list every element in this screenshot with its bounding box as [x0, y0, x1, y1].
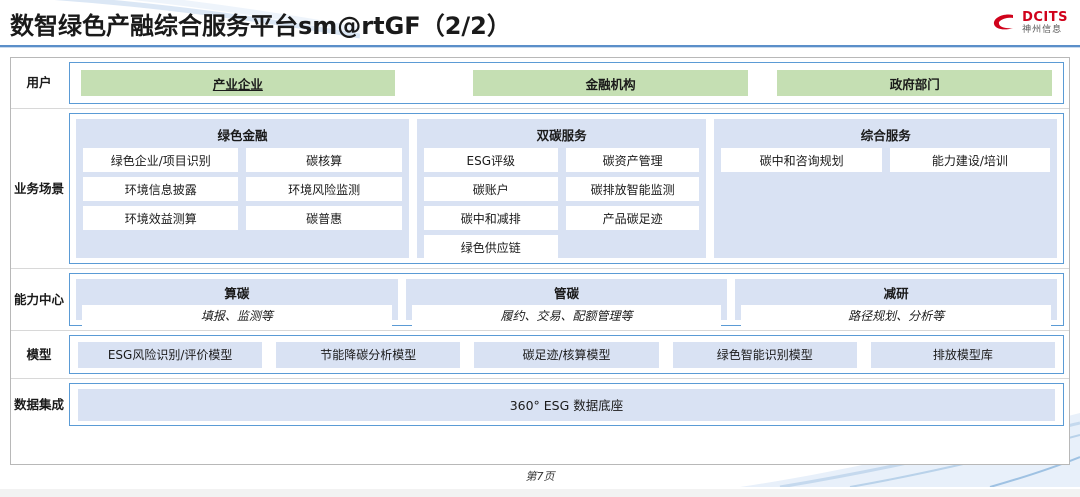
page-title: 数智绿色产融综合服务平台sm@rtGF（2/2）	[10, 12, 511, 40]
scenario-item[interactable]: 碳资产管理	[565, 148, 700, 172]
scenario-group-title-green-finance: 绿色金融	[217, 128, 268, 143]
capability-subtitle[interactable]: 路径规划、分析等	[741, 305, 1052, 326]
scenario-item[interactable]: 环境风险监测	[246, 177, 402, 201]
data-panel: 360° ESG 数据底座	[69, 383, 1064, 426]
capability-panel: 算碳 填报、监测等 管碳 履约、交易、配额管理等 减研 路径规划、分析等	[69, 273, 1064, 326]
capability-title: 算碳	[224, 286, 250, 301]
scenario-item[interactable]: ESG评级	[423, 148, 558, 172]
model-panel: ESG风险识别/评价模型 节能降碳分析模型 碳足迹/核算模型 绿色智能识别模型 …	[69, 335, 1064, 374]
row-label-model: 模型	[26, 346, 52, 362]
scenario-item[interactable]: 碳中和咨询规划	[721, 148, 882, 172]
brand-logo: DCITS 神州信息	[991, 8, 1068, 38]
data-foundation-box[interactable]: 360° ESG 数据底座	[78, 388, 1055, 421]
capability-subtitle[interactable]: 履约、交易、配额管理等	[411, 305, 722, 326]
page-number: 第7页	[525, 470, 555, 483]
scenario-group-title-dual-carbon: 双碳服务	[536, 128, 587, 143]
logo-text-en: DCITS	[1022, 10, 1068, 25]
scenario-item[interactable]: 绿色企业/项目识别	[83, 148, 239, 172]
scenario-item[interactable]: 碳排放智能监测	[565, 177, 700, 201]
model-box[interactable]: 绿色智能识别模型	[672, 341, 857, 368]
scenario-item[interactable]: 绿色供应链	[423, 235, 558, 259]
row-business-scenarios: 业务场景 绿色金融 绿色企业/项目识别 碳核算 环境信息披露 环境风险监测 环境…	[11, 108, 1069, 268]
row-capability-center: 能力中心 算碳 填报、监测等 管碳 履约、交易、配额管理等 减研	[11, 268, 1069, 330]
scenario-item[interactable]: 碳中和减排	[423, 206, 558, 230]
capability-title: 减研	[883, 286, 909, 301]
row-body-data-integration: 360° ESG 数据底座	[67, 379, 1069, 430]
row-body-users: 产业企业 金融机构 政府部门	[67, 58, 1069, 108]
user-label-government: 政府部门	[889, 76, 940, 92]
user-box-financial[interactable]: 金融机构	[473, 70, 748, 96]
capability-title: 管碳	[554, 286, 580, 301]
scenario-item[interactable]: 环境信息披露	[83, 177, 239, 201]
bottom-bar	[0, 489, 1080, 497]
row-label-data-integration: 数据集成	[14, 396, 65, 412]
scenario-item[interactable]: 产品碳足迹	[565, 206, 700, 230]
capability-subtitle[interactable]: 填报、监测等	[82, 305, 392, 326]
scenario-group-dual-carbon: 双碳服务 ESG评级 碳资产管理 碳账户 碳排放智能监测 碳中和减排 产品碳足迹…	[416, 119, 707, 259]
model-box[interactable]: 排放模型库	[870, 341, 1056, 368]
row-body-capability-center: 算碳 填报、监测等 管碳 履约、交易、配额管理等 减研 路径规划、分析等	[67, 269, 1069, 330]
user-label-financial: 金融机构	[585, 76, 636, 92]
scenario-item[interactable]: 碳核算	[246, 148, 402, 172]
scenario-item[interactable]: 碳普惠	[246, 206, 402, 230]
title-divider-light	[0, 47, 1080, 48]
row-model: 模型 ESG风险识别/评价模型 节能降碳分析模型 碳足迹/核算模型 绿色智能识别…	[11, 330, 1069, 378]
capability-group-manage-carbon: 管碳 履约、交易、配额管理等	[405, 279, 728, 326]
scenarios-panel: 绿色金融 绿色企业/项目识别 碳核算 环境信息披露 环境风险监测 环境效益测算 …	[69, 113, 1064, 264]
architecture-table: 用户 产业企业 金融机构 政府部门	[10, 57, 1070, 465]
row-data-integration: 数据集成 360° ESG 数据底座	[11, 378, 1069, 430]
capability-group-reduce-research: 减研 路径规划、分析等	[735, 279, 1058, 326]
user-box-government[interactable]: 政府部门	[777, 70, 1053, 96]
user-label-industry: 产业企业	[212, 76, 263, 92]
users-panel: 产业企业 金融机构 政府部门	[69, 62, 1064, 104]
model-box[interactable]: ESG风险识别/评价模型	[78, 341, 263, 368]
scenario-item[interactable]: 环境效益测算	[83, 206, 239, 230]
scenario-group-title-comprehensive: 综合服务	[860, 128, 911, 143]
row-label-capability-center: 能力中心	[14, 291, 65, 307]
dcits-swirl-icon	[991, 12, 1017, 34]
model-box[interactable]: 节能降碳分析模型	[276, 341, 461, 368]
row-label-business-scenarios: 业务场景	[14, 180, 65, 196]
capability-group-calculate-carbon: 算碳 填报、监测等	[76, 279, 398, 326]
title-divider	[0, 45, 1080, 47]
scenario-group-comprehensive: 综合服务 碳中和咨询规划 能力建设/培训	[714, 119, 1058, 258]
scenario-item[interactable]: 碳账户	[423, 177, 558, 201]
scenario-group-green-finance: 绿色金融 绿色企业/项目识别 碳核算 环境信息披露 环境风险监测 环境效益测算 …	[76, 119, 409, 258]
scenario-item[interactable]: 能力建设/培训	[889, 148, 1051, 172]
slide-header: 数智绿色产融综合服务平台sm@rtGF（2/2） DCITS 神州信息	[0, 0, 1080, 47]
row-body-model: ESG风险识别/评价模型 节能降碳分析模型 碳足迹/核算模型 绿色智能识别模型 …	[67, 331, 1069, 378]
row-body-business-scenarios: 绿色金融 绿色企业/项目识别 碳核算 环境信息披露 环境风险监测 环境效益测算 …	[67, 109, 1069, 268]
row-label-users: 用户	[26, 75, 52, 91]
user-box-industry[interactable]: 产业企业	[80, 70, 395, 96]
model-box[interactable]: 碳足迹/核算模型	[474, 341, 659, 368]
logo-text-cn: 神州信息	[1022, 25, 1063, 35]
row-users: 用户 产业企业 金融机构 政府部门	[11, 58, 1069, 108]
